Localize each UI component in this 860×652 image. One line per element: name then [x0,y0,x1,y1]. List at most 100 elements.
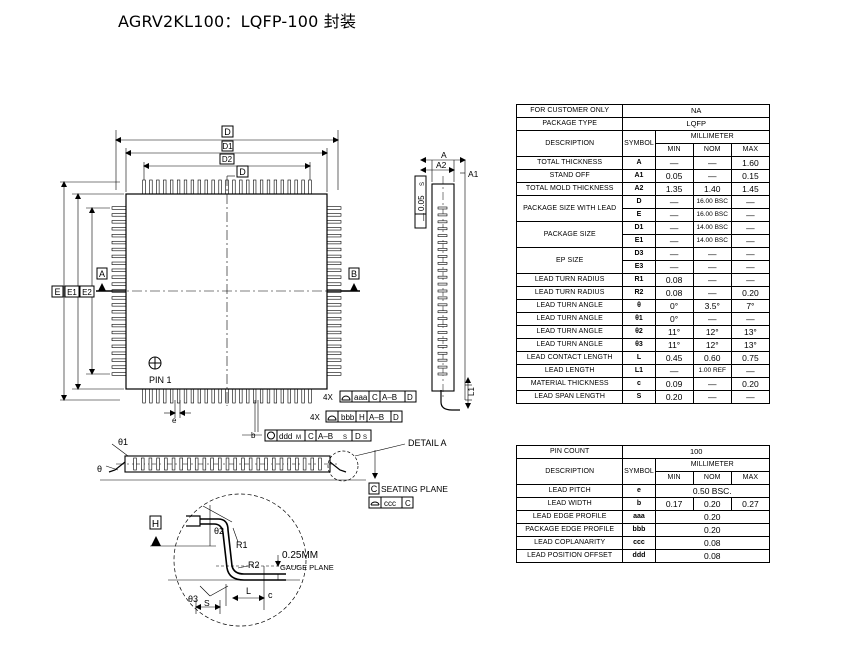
front-lead-stub [187,457,191,471]
lead-pin [204,179,208,195]
svg-text:0.05: 0.05 [417,195,426,211]
lead-pin [280,179,284,195]
lead-pin [326,330,342,335]
svg-text:4X: 4X [323,393,333,402]
lead-pin [326,261,342,265]
fcf-ddd: ddd M C A–B S D S [264,429,372,442]
dim-R1-label: R1 [236,540,248,550]
lead-pin [326,323,342,328]
lead-pin [232,388,236,404]
side-lead-stub [437,351,448,355]
front-lead-stub [210,457,214,471]
svg-text:D: D [355,432,361,441]
lead-pin [111,365,127,369]
lead-pin [326,240,342,245]
svg-text:aaa: aaa [354,393,368,402]
side-lead-stub [437,338,448,341]
side-lead-stub [437,345,448,348]
front-lead-stubs [133,457,322,471]
datum-H-label: H [152,519,159,530]
dim-E-label: E [54,287,60,297]
detail-a-label: DETAIL A [408,438,447,448]
table-row: LEAD WIDTH b 0.17 0.20 0.27 [515,497,771,511]
table-row: EP SIZE D3 — — — [515,247,771,274]
front-lead-stub [133,457,137,471]
lead-pin [218,388,222,404]
lead-pin [308,388,312,404]
lead-pin [273,179,278,195]
table-row: PIN COUNT 100 [515,445,770,459]
side-lead-stub [437,255,448,258]
dim-A2-label: A2 [436,160,447,170]
side-lead-stub [437,213,448,217]
svg-text:A–B: A–B [369,413,384,422]
lead-pin [170,179,174,195]
svg-text:—: — [419,213,428,221]
svg-text:S: S [363,435,367,441]
side-lead-stub [437,331,448,334]
front-view [100,443,406,482]
lead-pin [253,388,257,404]
lead-pin [301,388,305,404]
front-lead-stub [156,457,160,471]
lead-pin [326,337,342,342]
svg-text:D: D [407,393,413,402]
lead-pin [326,206,342,210]
side-lead-stub [437,358,448,362]
side-lead-stub [437,365,448,369]
detail-a-view [150,493,307,627]
lead-pin [301,179,305,195]
dim-c-label: c [268,590,273,600]
dim-theta3-label: θ3 [188,594,198,604]
lead-pin [326,296,342,300]
side-lead-stubs [437,206,448,376]
lead-pin [176,388,181,404]
lead-pins-right [326,206,342,376]
lead-pin [326,275,342,279]
side-lead-stub [437,206,448,210]
lead-pin [259,388,264,404]
datum-D-label: D [239,167,246,177]
lead-pin [176,179,181,195]
lead-pin [326,282,342,286]
dim-S-label: S [204,598,210,608]
svg-text:C: C [405,499,411,508]
lead-pin [326,310,342,314]
lead-pin [326,220,342,224]
lead-pin [326,234,342,238]
dim-b-label: b [251,431,256,440]
side-lead-stub [437,310,448,314]
lead-pin [111,282,127,286]
lead-pin [111,220,127,224]
lead-pin [211,388,215,404]
gauge-dim-label: 0.25MM [282,550,318,561]
lead-pin [326,213,342,217]
lead-pin [246,179,250,195]
lead-pin [111,344,127,348]
lead-pin [111,337,127,342]
front-lead-stub [194,457,199,471]
front-lead-stub [279,457,284,471]
lead-pin [111,351,127,355]
dim-L1-label: L1 [467,387,476,396]
lead-pin [111,206,127,210]
dim-R2-label: R2 [248,560,260,570]
lead-pin [156,388,160,404]
lead-pin [111,358,127,362]
side-lead-stub [437,241,448,244]
table-row: PACKAGE SIZE D1 — 14.00 BSC — [515,221,771,248]
lead-pin [326,351,342,355]
front-lead-stub [287,457,291,471]
lead-pin [246,388,250,404]
top-view [60,130,360,436]
lead-pin [326,254,342,259]
dim-e-label: e [172,416,177,425]
lead-pin [149,179,153,195]
lead-pin [266,179,271,195]
lead-pin [163,179,167,195]
